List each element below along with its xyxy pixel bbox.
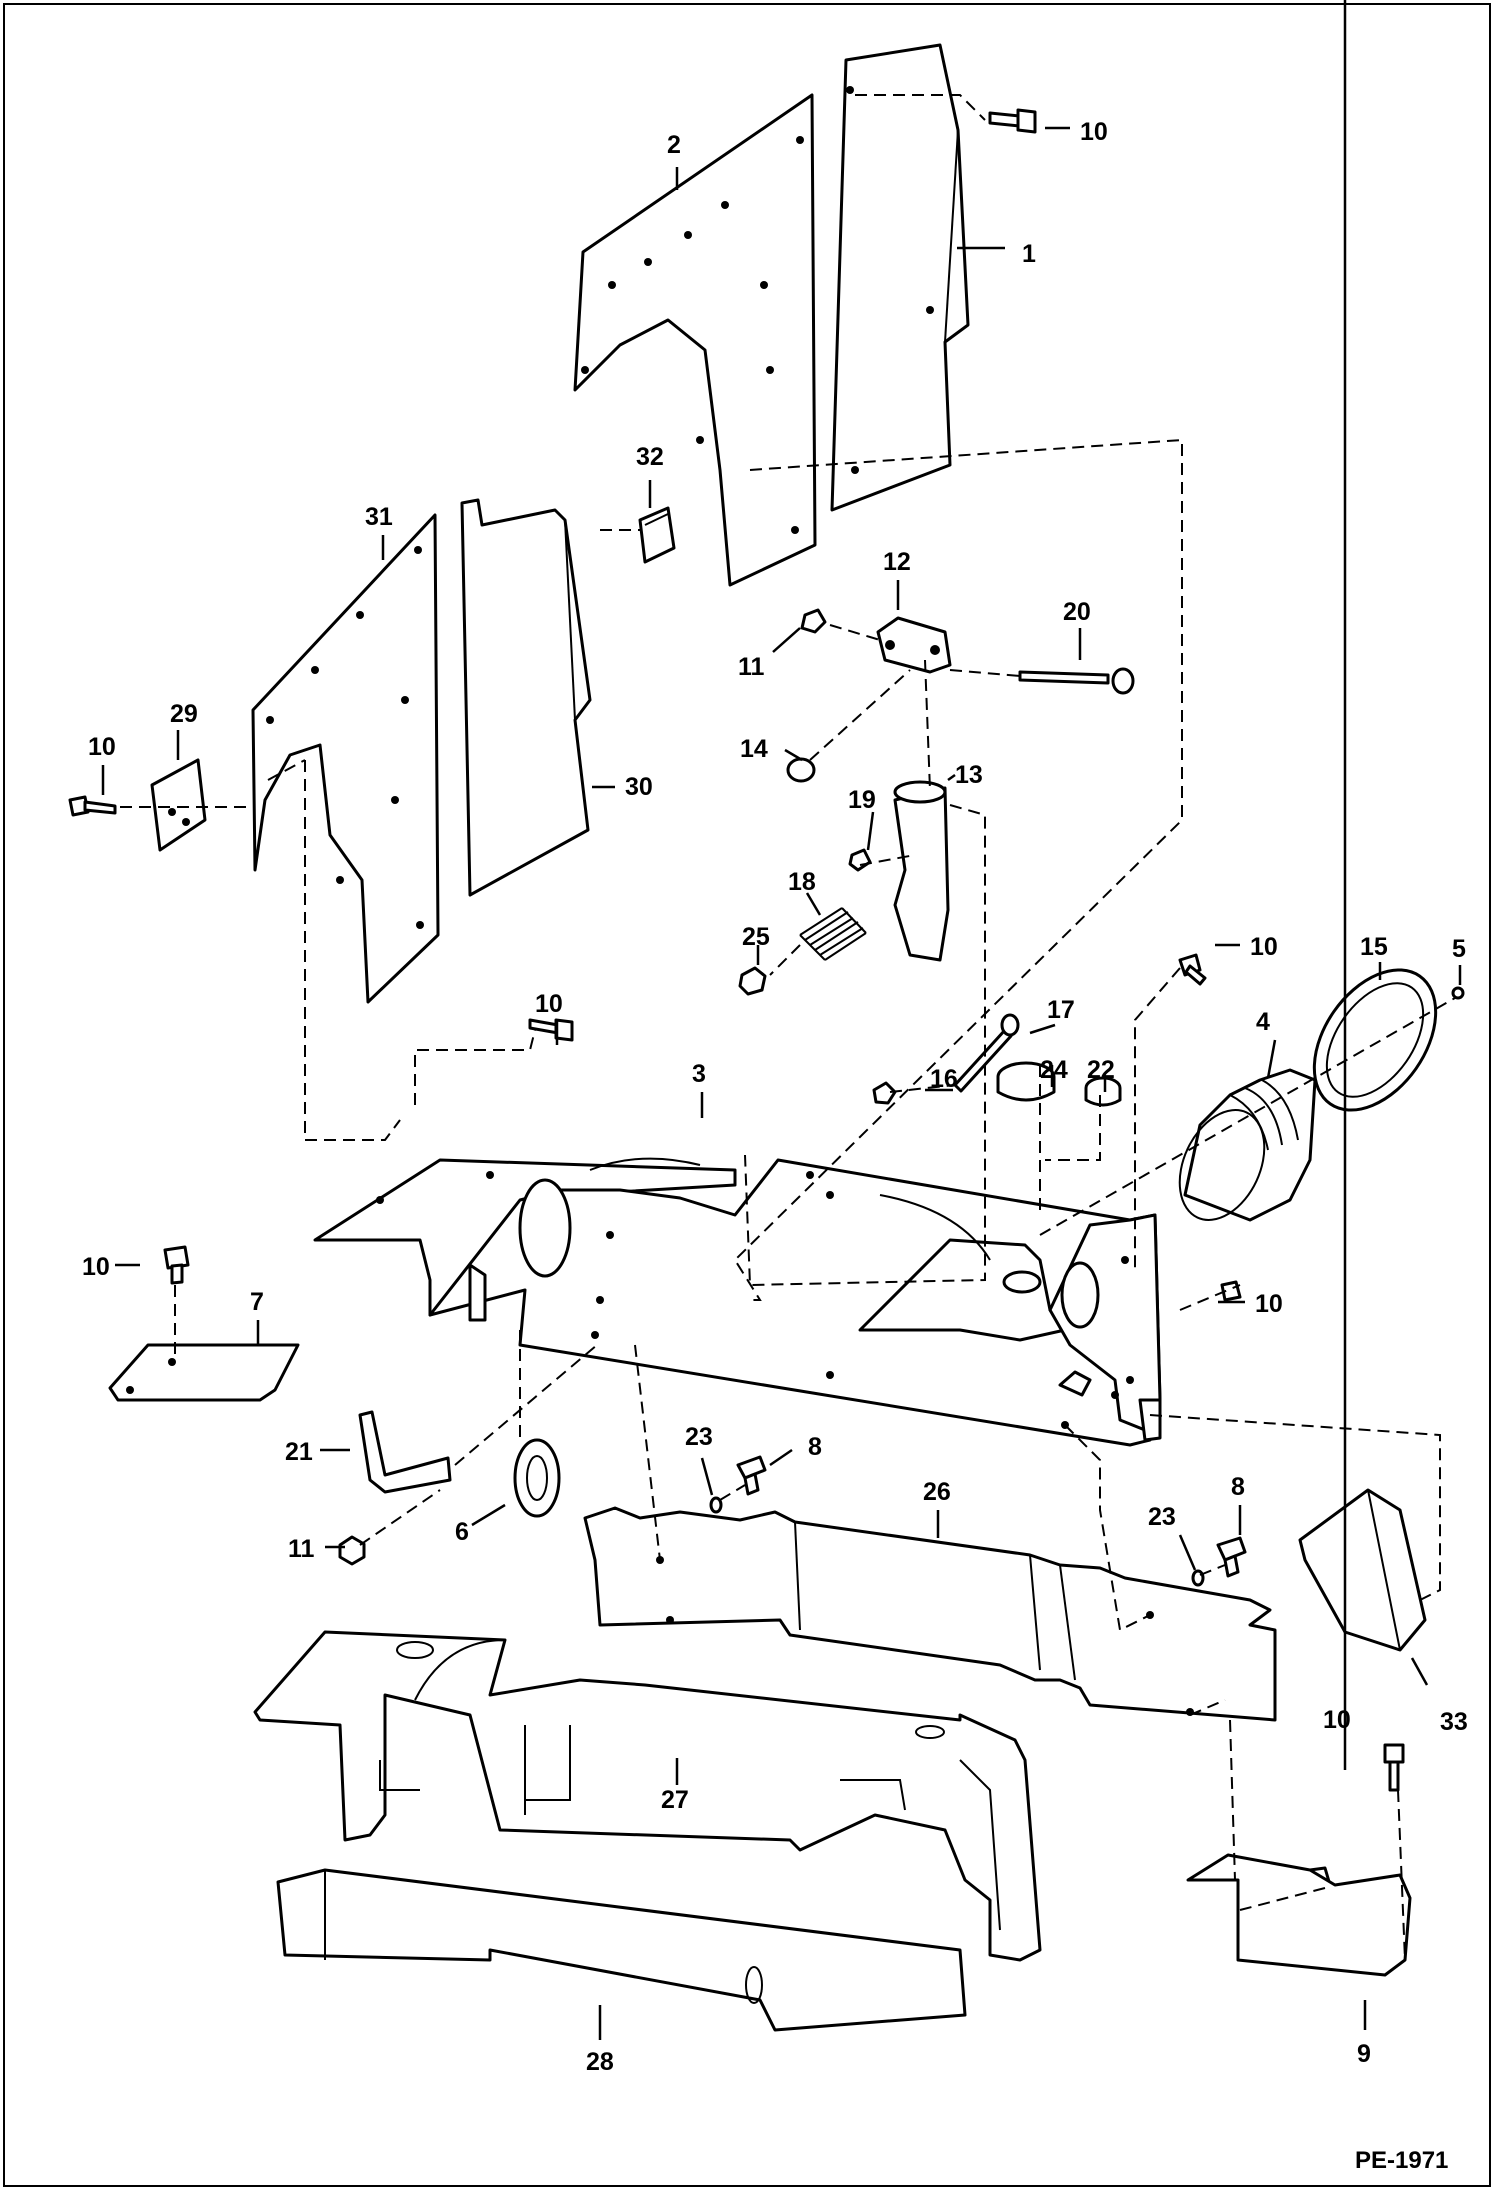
part-28-foam-strip xyxy=(276,1868,967,2032)
figure-reference: PE-1971 xyxy=(1355,2147,1448,2174)
part-10-bolt-left xyxy=(68,795,117,817)
part-16-nut xyxy=(872,1081,897,1105)
callout-20: 20 xyxy=(1063,598,1091,626)
callout-12: 12 xyxy=(883,548,911,576)
callout-27: 27 xyxy=(661,1786,689,1814)
part-26-lower-panel xyxy=(583,1506,1277,1722)
callout-3: 3 xyxy=(692,1060,706,1088)
part-31-side-panel xyxy=(251,513,440,1004)
part-4-boot xyxy=(1178,1068,1317,1222)
part-10-bolt-top xyxy=(988,108,1037,134)
callout-26: 26 xyxy=(923,1478,951,1506)
callout-18: 18 xyxy=(788,868,816,896)
callout-11-upper: 11 xyxy=(738,653,765,681)
part-10-bolt-left-lower xyxy=(163,1245,190,1285)
callout-1: 1 xyxy=(1022,240,1036,268)
part-25-nut xyxy=(738,966,767,996)
callout-2: 2 xyxy=(667,131,681,159)
callout-23-left: 23 xyxy=(685,1423,713,1451)
part-6-grommet xyxy=(513,1438,561,1518)
callout-11-lower: 11 xyxy=(288,1535,315,1563)
callout-17: 17 xyxy=(1047,996,1075,1024)
part-8-screw-left xyxy=(736,1455,767,1496)
part-23-washer-right xyxy=(1191,1569,1205,1587)
part-32-block xyxy=(638,506,676,564)
part-15-flange xyxy=(1312,968,1438,1112)
callout-14: 14 xyxy=(740,735,768,763)
part-8-screw-right xyxy=(1216,1536,1247,1578)
callout-33: 33 xyxy=(1440,1708,1468,1736)
callout-16: 16 xyxy=(930,1065,958,1093)
part-5-screw xyxy=(1451,986,1465,1000)
callout-4: 4 xyxy=(1256,1008,1270,1036)
callout-10-left: 10 xyxy=(88,733,116,761)
callout-25: 25 xyxy=(742,923,770,951)
callout-5: 5 xyxy=(1452,935,1466,963)
callout-30: 30 xyxy=(625,773,653,801)
callout-10-left2: 10 xyxy=(82,1253,110,1281)
part-12-hinge-bracket xyxy=(876,616,952,674)
diagram-border xyxy=(3,3,1491,2187)
callout-labels: 1 2 3 4 5 6 7 8 8 9 10 10 10 10 10 10 10… xyxy=(82,118,1468,2076)
callout-6: 6 xyxy=(455,1518,469,1546)
callout-13: 13 xyxy=(955,761,983,789)
callout-28: 28 xyxy=(586,2048,614,2076)
part-10-bolt-bottom xyxy=(1308,1743,1405,1889)
alignment-lines xyxy=(120,94,1456,1961)
callout-19: 19 xyxy=(848,786,876,814)
part-19-nut xyxy=(848,848,872,872)
callout-21: 21 xyxy=(285,1438,313,1466)
callout-9: 9 xyxy=(1357,2040,1371,2068)
callout-8: 8 xyxy=(808,1433,822,1461)
part-21-bracket xyxy=(358,1410,452,1494)
part-1-side-panel xyxy=(830,43,970,512)
callout-7: 7 xyxy=(250,1288,264,1316)
part-22-plug xyxy=(1084,1076,1122,1107)
callout-10-right2: 10 xyxy=(1255,1290,1283,1318)
callout-23-right: 23 xyxy=(1148,1503,1176,1531)
callout-10-right: 10 xyxy=(1250,933,1278,961)
callout-10-top: 10 xyxy=(1080,118,1108,146)
callout-29: 29 xyxy=(170,700,198,728)
part-30-inner-panel xyxy=(460,498,592,897)
part-18-spring xyxy=(799,907,867,961)
part-9-guard xyxy=(1186,1853,1412,1977)
part-10-bolt-mid xyxy=(528,1018,574,1042)
part-23-washer-left xyxy=(709,1496,723,1514)
part-17-bolt xyxy=(953,1013,1020,1093)
callout-8b: 8 xyxy=(1231,1473,1245,1501)
part-11-nut-upper xyxy=(800,608,827,634)
part-20-bolt xyxy=(1018,667,1135,695)
part-2-upper-panel xyxy=(573,93,817,587)
part-27-foam-insulation xyxy=(253,1630,1042,1962)
callout-24: 24 xyxy=(1040,1056,1068,1084)
part-33-bracket xyxy=(1298,1488,1427,1652)
part-3-console-frame xyxy=(313,1157,1162,1447)
callout-10-bottom: 10 xyxy=(1323,1706,1351,1734)
part-11-nut-lower xyxy=(338,1535,366,1566)
part-29-plate xyxy=(150,758,207,852)
callout-22: 22 xyxy=(1087,1056,1115,1084)
part-14-rivet xyxy=(786,757,816,783)
leader-lines xyxy=(101,0,1462,2040)
callout-15: 15 xyxy=(1360,933,1388,961)
part-10-bolt-right xyxy=(1178,953,1207,986)
callout-10-mid: 10 xyxy=(535,990,563,1018)
part-7-cover-plate xyxy=(108,1343,300,1402)
part-13-latch-arm xyxy=(893,780,950,962)
callout-32: 32 xyxy=(636,443,664,471)
callout-31: 31 xyxy=(365,503,393,531)
